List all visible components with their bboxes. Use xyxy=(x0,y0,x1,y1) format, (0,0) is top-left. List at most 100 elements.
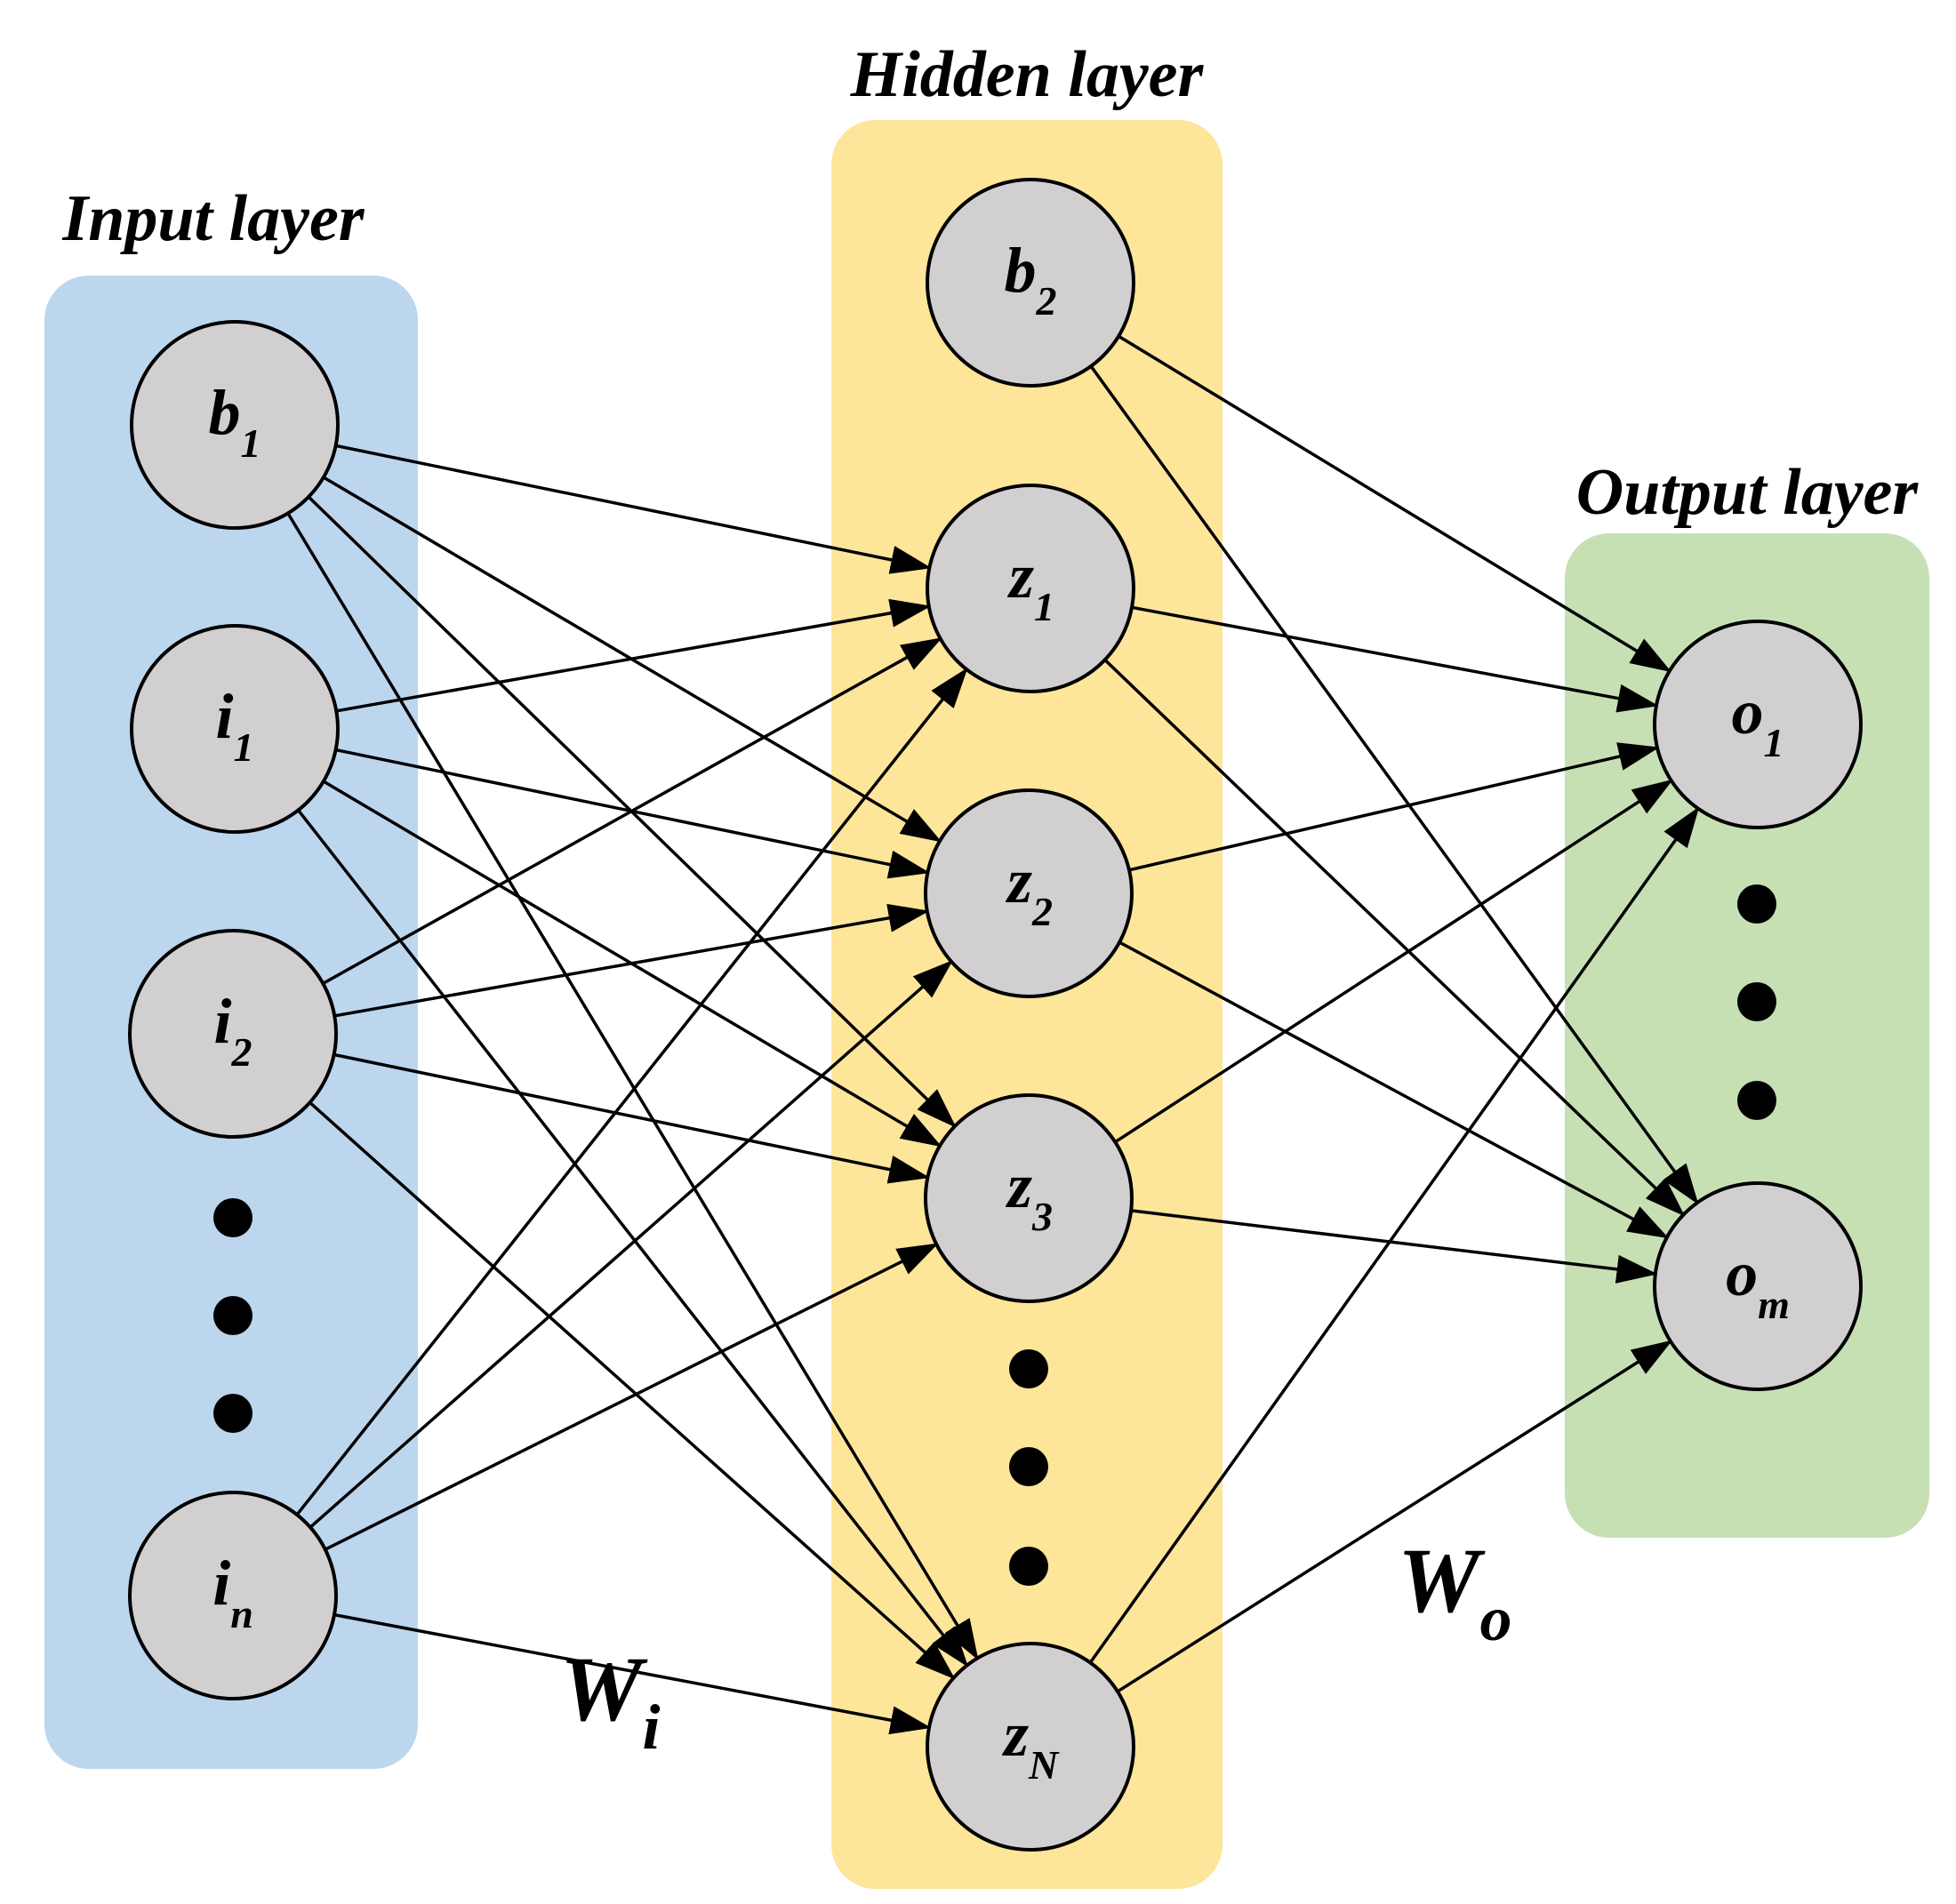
node-circle-zN xyxy=(926,1642,1135,1852)
output-ellipsis xyxy=(1737,884,1776,1120)
node-label-base: i xyxy=(212,1548,230,1619)
edge-i2-to-zN xyxy=(309,1101,956,1680)
node-label-i2: i2 xyxy=(213,986,252,1075)
node-i1: i1 xyxy=(130,624,340,834)
node-label-base: z xyxy=(1006,540,1034,612)
node-zN: zN xyxy=(926,1642,1135,1852)
node-label-base: b xyxy=(1005,235,1037,306)
node-z1: z1 xyxy=(926,484,1135,693)
node-label-base: o xyxy=(1726,1238,1758,1309)
edge-z1-to-om xyxy=(1103,659,1686,1217)
edge-z3-to-om xyxy=(1130,1209,1658,1284)
node-label-sub: 1 xyxy=(1034,584,1054,629)
edge-i2-to-z2 xyxy=(333,903,930,1018)
output-weights-sub: o xyxy=(1479,1583,1511,1654)
node-label-sub: 1 xyxy=(241,420,261,466)
node-i2: i2 xyxy=(128,929,338,1139)
node-label-b2: b2 xyxy=(1005,235,1057,324)
node-label-sub: N xyxy=(1028,1742,1060,1788)
output-ellipsis-dot xyxy=(1737,982,1776,1021)
node-label-base: b xyxy=(209,377,241,448)
node-label-base: o xyxy=(1732,676,1764,748)
node-circle-z3 xyxy=(924,1093,1134,1303)
output-weights-base: W xyxy=(1398,1530,1486,1632)
input-ellipsis xyxy=(213,1198,253,1433)
input-ellipsis-dot xyxy=(213,1394,253,1433)
node-circle-z2 xyxy=(924,788,1134,998)
node-label-sub: n xyxy=(230,1591,253,1636)
node-label-z2: z2 xyxy=(1005,845,1053,934)
hidden-layer-title: Hidden layer xyxy=(850,38,1205,111)
node-label-in: in xyxy=(212,1548,253,1636)
node-label-om: om xyxy=(1726,1238,1790,1327)
edge-i2-to-z3 xyxy=(333,1052,930,1184)
edge-i1-to-z1 xyxy=(335,598,932,713)
edge-in-to-z1 xyxy=(295,667,968,1516)
hidden-ellipsis xyxy=(1009,1349,1048,1586)
edge-b1-to-z1 xyxy=(335,444,932,574)
node-circle-in xyxy=(128,1491,338,1700)
node-label-base: z xyxy=(1001,1699,1029,1770)
node-label-sub: 2 xyxy=(231,1029,253,1075)
node-label-sub: 1 xyxy=(234,724,254,770)
edge-in-to-zN xyxy=(333,1612,932,1735)
edge-z2-to-om xyxy=(1118,940,1670,1239)
node-label-sub: 2 xyxy=(1031,889,1053,934)
node-label-base: z xyxy=(1005,1150,1032,1221)
edges-group xyxy=(286,334,1700,1735)
node-circle-o1 xyxy=(1653,620,1863,829)
edge-zN-to-om xyxy=(1117,1340,1673,1693)
hidden-ellipsis-dot xyxy=(1009,1349,1048,1388)
node-label-z3: z3 xyxy=(1005,1150,1053,1239)
hidden-ellipsis-dot xyxy=(1009,1447,1048,1486)
edge-z2-to-o1 xyxy=(1128,742,1660,872)
edge-b2-to-o1 xyxy=(1118,334,1672,673)
node-o1: o1 xyxy=(1653,620,1863,829)
node-circle-i1 xyxy=(130,624,340,834)
edge-in-to-z3 xyxy=(324,1243,939,1551)
edge-in-to-z2 xyxy=(309,960,953,1529)
input-weights-label: Wi xyxy=(560,1638,661,1763)
edge-z3-to-o1 xyxy=(1114,779,1673,1144)
node-in: in xyxy=(128,1491,338,1700)
output-layer-title: Output layer xyxy=(1576,456,1920,529)
edge-b1-to-zN xyxy=(286,512,979,1660)
node-label-sub: 3 xyxy=(1031,1194,1053,1239)
node-circle-z1 xyxy=(926,484,1135,693)
input-weights-base: W xyxy=(560,1638,648,1740)
node-label-o1: o1 xyxy=(1732,676,1784,765)
output-ellipsis-dot xyxy=(1737,884,1776,924)
output-weights-label: Wo xyxy=(1398,1530,1511,1654)
edge-i2-to-z1 xyxy=(322,637,942,985)
edge-zN-to-o1 xyxy=(1088,806,1700,1664)
input-ellipsis-dot xyxy=(213,1296,253,1335)
node-om: om xyxy=(1653,1181,1863,1391)
node-label-zN: zN xyxy=(1001,1699,1060,1788)
node-label-sub: 2 xyxy=(1036,278,1057,324)
node-label-b1: b1 xyxy=(209,377,261,466)
node-circle-b1 xyxy=(130,320,340,530)
input-weights-sub: i xyxy=(642,1692,660,1763)
node-z2: z2 xyxy=(924,788,1134,998)
node-b2: b2 xyxy=(926,178,1135,388)
node-z3: z3 xyxy=(924,1093,1134,1303)
node-label-i1: i1 xyxy=(215,681,253,770)
node-label-base: z xyxy=(1005,845,1032,916)
node-circle-b2 xyxy=(926,178,1135,388)
edge-z1-to-o1 xyxy=(1131,605,1659,713)
output-ellipsis-dot xyxy=(1737,1081,1776,1120)
input-ellipsis-dot xyxy=(213,1198,253,1237)
node-label-base: i xyxy=(215,681,233,752)
node-label-base: i xyxy=(213,986,231,1057)
edge-b2-to-om xyxy=(1089,364,1699,1205)
node-label-sub: m xyxy=(1758,1282,1790,1327)
node-circle-i2 xyxy=(128,929,338,1139)
node-label-z1: z1 xyxy=(1006,540,1054,629)
node-circle-om xyxy=(1653,1181,1863,1391)
node-b1: b1 xyxy=(130,320,340,530)
edge-i1-to-zN xyxy=(297,809,969,1668)
input-layer-title: Input layer xyxy=(61,182,365,255)
node-label-sub: 1 xyxy=(1764,720,1784,765)
